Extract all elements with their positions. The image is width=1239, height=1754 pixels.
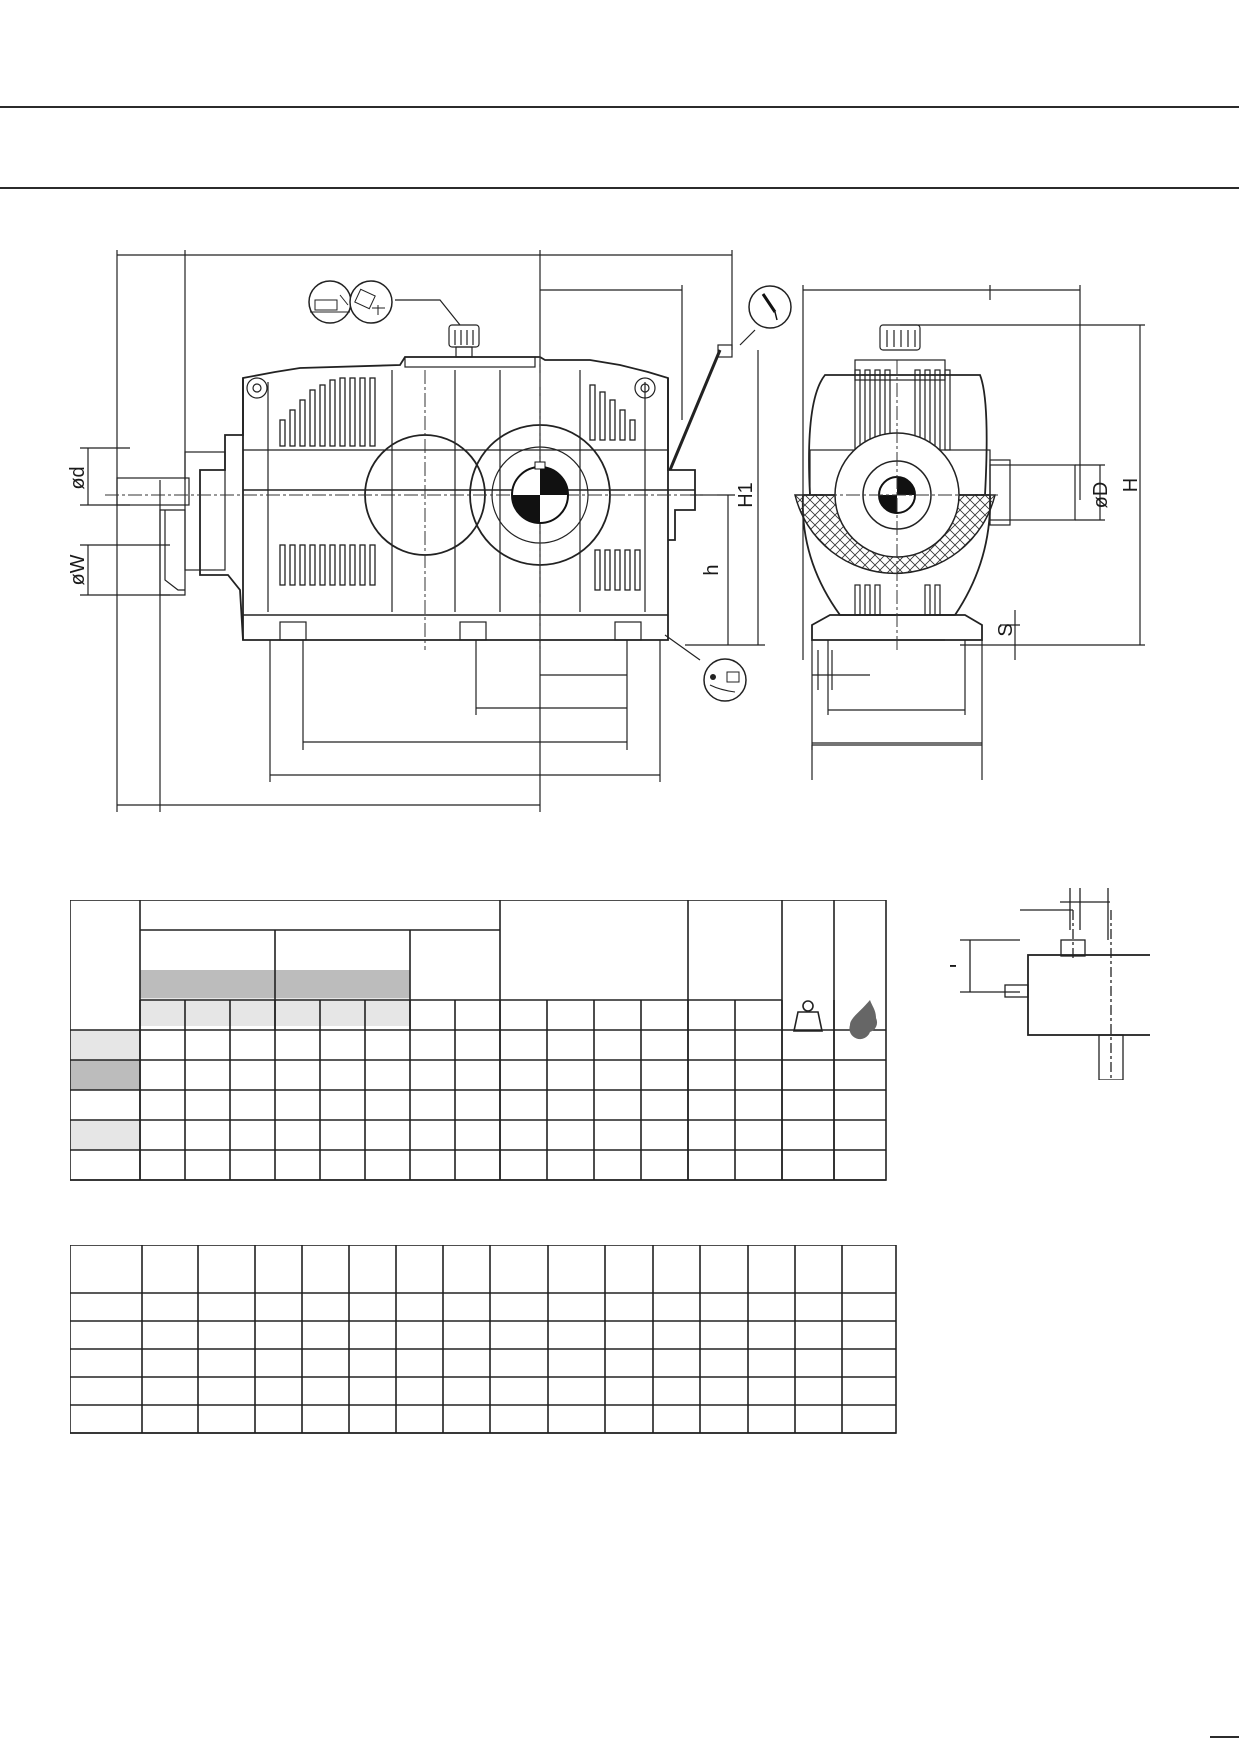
dimensions-table-2 (70, 1245, 897, 1434)
oil-level-icon (748, 285, 792, 329)
row-label-cell (70, 1150, 140, 1180)
label-base-thickness: S (995, 623, 1017, 636)
shaft-offset-diagram: Y (950, 888, 1150, 1080)
table-1-border (70, 900, 887, 1181)
weight-icon (793, 1000, 823, 1032)
oil-fill-icon (308, 280, 352, 324)
breather-icon (349, 280, 393, 324)
header-rule-bottom (0, 187, 1239, 189)
label-output-dia: øD (1090, 482, 1112, 509)
label-offset-y: Y (950, 959, 961, 972)
row-label-cell (70, 1030, 140, 1060)
label-center-height: h (701, 564, 723, 575)
header-rule-top (0, 106, 1239, 108)
oil-drain-icon (703, 658, 747, 702)
label-shaft-dia: ød (67, 466, 89, 489)
dimensions-table-1 (70, 900, 887, 1181)
page-footer-rule (1210, 1736, 1239, 1738)
label-motor-dia: øW (67, 554, 89, 585)
gearbox-drawing: ød øW h H1 øD H S (67, 250, 1145, 812)
label-total-height: H (1120, 478, 1142, 492)
row-label-cell (70, 1060, 140, 1090)
label-total-height-1: H1 (735, 482, 757, 508)
row-label-cell (70, 1090, 140, 1120)
row-label-cell (70, 1120, 140, 1150)
oil-drop-icon (849, 1000, 878, 1040)
